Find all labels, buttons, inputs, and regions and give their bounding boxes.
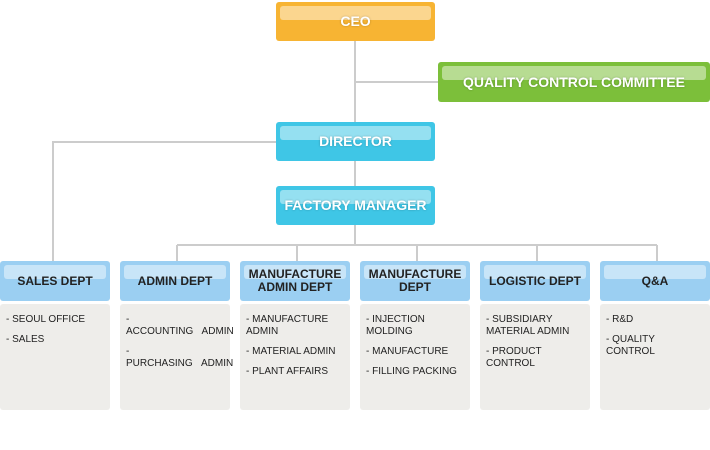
dept-manufacture-admin: MANUFACTURE ADMIN DEPT - MANUFACTURE ADM… [240, 261, 350, 410]
dept-title: MANUFACTURE DEPT [368, 267, 462, 294]
factory-manager-label: FACTORY MANAGER [284, 197, 427, 213]
gloss [280, 126, 431, 140]
dept-logistic: LOGISTIC DEPT - SUBSIDIARY MATERIAL ADMI… [480, 261, 590, 410]
gloss [604, 265, 706, 279]
director-node: DIRECTOR [276, 122, 435, 161]
dept-item: - PRODUCT CONTROL [486, 346, 542, 369]
dept-title: SALES DEPT [17, 273, 93, 288]
gloss [484, 265, 586, 279]
dept-admin: ADMIN DEPT - ACCOUNTING ADMIN - PURCHASI… [120, 261, 234, 410]
dept-item: - R&D [606, 314, 634, 325]
dept-body: - SEOUL OFFICE - SALES [0, 304, 110, 410]
dept-title: MANUFACTURE ADMIN DEPT [248, 267, 342, 294]
dept-item: - PURCHASING ADMIN [126, 346, 234, 369]
dept-item: - SEOUL OFFICE [6, 314, 86, 325]
dept-item: - PLANT AFFAIRS [246, 366, 329, 377]
director-label: DIRECTOR [319, 133, 392, 149]
dept-header: LOGISTIC DEPT [480, 261, 590, 301]
dept-body: - SUBSIDIARY MATERIAL ADMIN - PRODUCT CO… [480, 304, 590, 410]
gloss [244, 265, 346, 279]
gloss [280, 6, 431, 20]
dept-sales: SALES DEPT - SEOUL OFFICE - SALES [0, 261, 110, 410]
dept-item: - MATERIAL ADMIN [246, 346, 336, 357]
quality-control-committee-node: QUALITY CONTROL COMMITTEE [438, 62, 710, 102]
dept-body: - R&D - QUALITY CONTROL [600, 304, 710, 410]
connector-sales [52, 141, 276, 261]
dept-title: ADMIN DEPT [137, 273, 213, 288]
dept-item: - SUBSIDIARY MATERIAL ADMIN [486, 314, 570, 337]
dept-item: - SALES [6, 334, 45, 345]
dept-item: - INJECTION MOLDING [366, 314, 425, 337]
dept-header: MANUFACTURE DEPT [360, 261, 470, 301]
factory-manager-node: FACTORY MANAGER [276, 186, 435, 225]
dept-header: Q&A [600, 261, 710, 301]
dept-title: LOGISTIC DEPT [488, 273, 581, 288]
dept-item: - FILLING PACKING [366, 366, 457, 377]
dept-body: - INJECTION MOLDING - MANUFACTURE - FILL… [360, 304, 470, 410]
dept-body: - MANUFACTURE ADMIN - MATERIAL ADMIN - P… [240, 304, 350, 410]
ceo-node: CEO [276, 2, 435, 41]
dept-title: Q&A [641, 273, 669, 288]
dept-body: - ACCOUNTING ADMIN - PURCHASING ADMIN [120, 304, 234, 410]
dept-item: - ACCOUNTING ADMIN [126, 314, 234, 337]
dept-qa: Q&A - R&D - QUALITY CONTROL [600, 261, 710, 410]
dept-header: SALES DEPT [0, 261, 110, 301]
dept-item: - QUALITY CONTROL [606, 334, 655, 357]
gloss [442, 66, 706, 80]
dept-manufacture: MANUFACTURE DEPT - INJECTION MOLDING - M… [360, 261, 470, 410]
dept-header: MANUFACTURE ADMIN DEPT [240, 261, 350, 301]
gloss [280, 190, 431, 204]
gloss [124, 265, 226, 279]
dept-item: - MANUFACTURE ADMIN [246, 314, 329, 337]
gloss [4, 265, 106, 279]
dept-header: ADMIN DEPT [120, 261, 230, 301]
ceo-label: CEO [340, 13, 371, 29]
gloss [364, 265, 466, 279]
committee-label: QUALITY CONTROL COMMITTEE [463, 74, 685, 90]
dept-item: - MANUFACTURE [366, 346, 449, 357]
